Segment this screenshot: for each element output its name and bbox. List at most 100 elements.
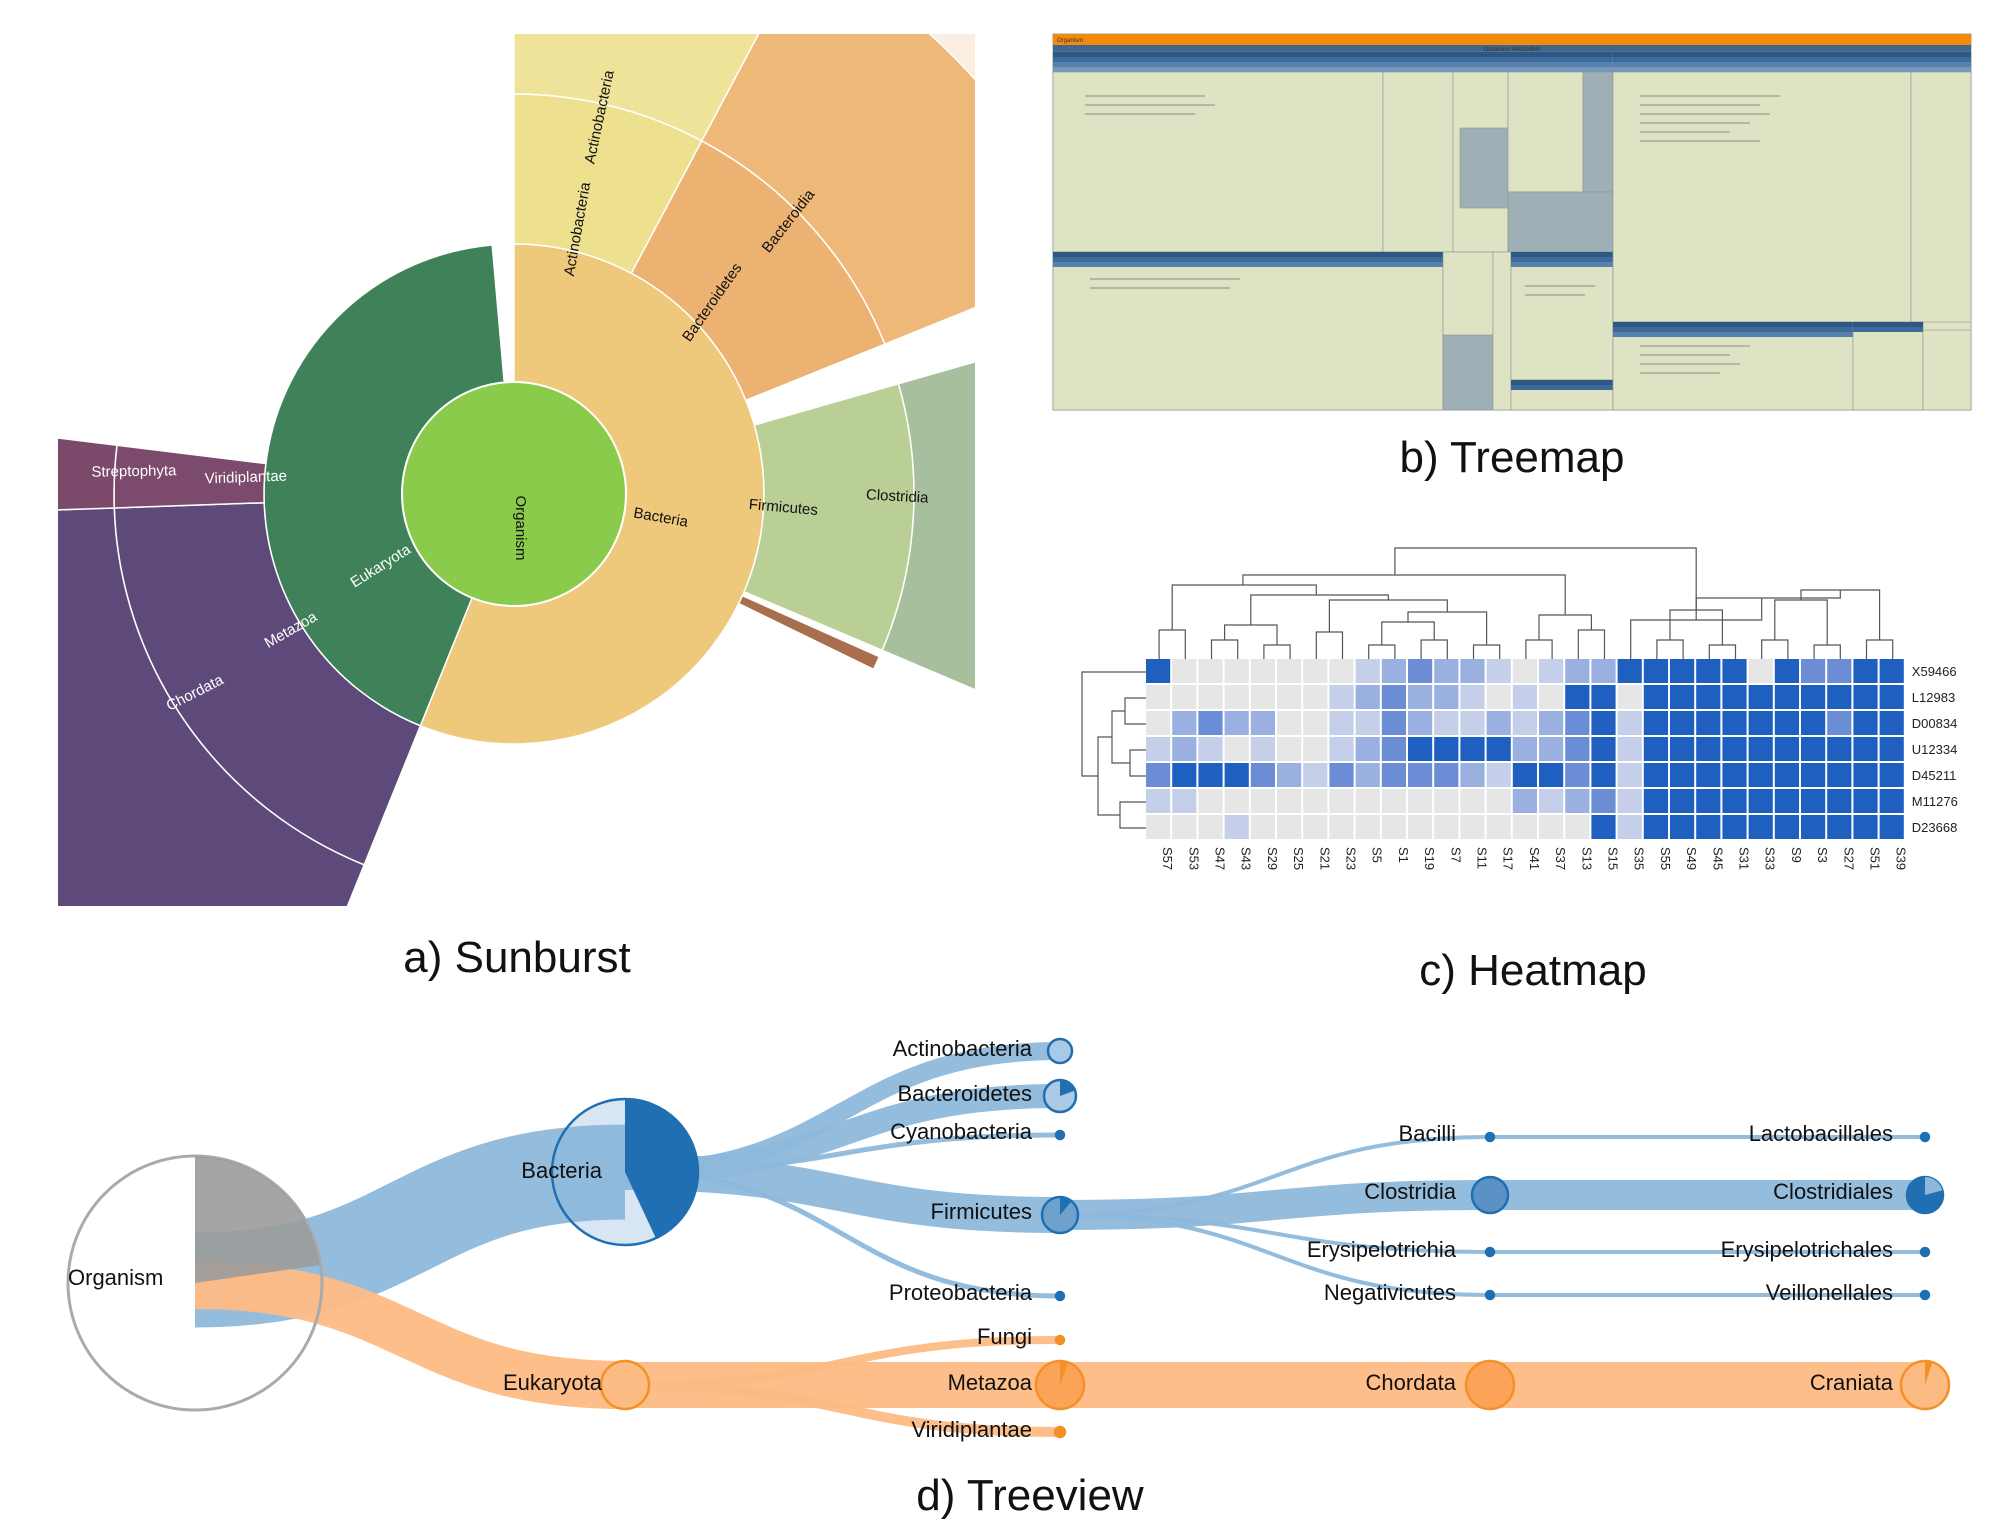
heatmap-cell[interactable]: [1381, 789, 1406, 813]
heatmap-cell[interactable]: [1303, 737, 1328, 761]
tv-label-eukaryota[interactable]: Eukaryota: [503, 1370, 603, 1395]
heatmap-cell[interactable]: [1250, 685, 1275, 709]
heatmap-cell[interactable]: [1355, 659, 1380, 683]
tm-cell-bacilli[interactable]: [1459, 127, 1509, 209]
heatmap-cell[interactable]: [1591, 737, 1616, 761]
tv-node-actinobacteria[interactable]: [1046, 1037, 1074, 1065]
heatmap-cell[interactable]: [1512, 711, 1537, 735]
heatmap-cell[interactable]: [1250, 763, 1275, 787]
heatmap-cell[interactable]: [1329, 763, 1354, 787]
heatmap-cell[interactable]: [1512, 659, 1537, 683]
heatmap-cell[interactable]: [1774, 711, 1799, 735]
heatmap-cell[interactable]: [1722, 659, 1747, 683]
tv-label-firmicutes[interactable]: Firmicutes: [931, 1199, 1032, 1224]
heatmap-cell[interactable]: [1408, 763, 1433, 787]
heatmap-cell[interactable]: [1748, 763, 1773, 787]
heatmap-cell[interactable]: [1827, 711, 1852, 735]
heatmap-cell[interactable]: [1853, 711, 1878, 735]
heatmap-cell[interactable]: [1460, 711, 1485, 735]
heatmap-cell[interactable]: [1172, 763, 1197, 787]
heatmap-cell[interactable]: [1748, 815, 1773, 839]
tv-node-lactobacillales[interactable]: [1919, 1131, 1931, 1143]
heatmap-cell[interactable]: [1591, 815, 1616, 839]
heatmap-cell[interactable]: [1539, 737, 1564, 761]
heatmap-cell[interactable]: [1879, 815, 1904, 839]
heatmap-cell[interactable]: [1172, 737, 1197, 761]
tv-label-clostridiales[interactable]: Clostridiales: [1773, 1179, 1893, 1204]
heatmap-cell[interactable]: [1381, 815, 1406, 839]
heatmap-cell[interactable]: [1617, 737, 1642, 761]
heatmap-cell[interactable]: [1748, 659, 1773, 683]
heatmap-cell[interactable]: [1277, 789, 1302, 813]
heatmap-cell[interactable]: [1643, 685, 1668, 709]
heatmap-cell[interactable]: [1774, 737, 1799, 761]
heatmap-cell[interactable]: [1408, 711, 1433, 735]
tm-cell-firmicutes[interactable]: [1052, 71, 1384, 253]
heatmap-cell[interactable]: [1512, 789, 1537, 813]
heatmap-cell[interactable]: [1172, 659, 1197, 683]
heatmap-cell[interactable]: [1512, 763, 1537, 787]
heatmap-cell[interactable]: [1460, 789, 1485, 813]
heatmap-cell[interactable]: [1696, 763, 1721, 787]
heatmap-cell[interactable]: [1277, 815, 1302, 839]
heatmap-cell[interactable]: [1670, 789, 1695, 813]
heatmap-cell[interactable]: [1172, 711, 1197, 735]
tm-cell-proteobacteria[interactable]: [1507, 71, 1584, 193]
heatmap-cell[interactable]: [1486, 789, 1511, 813]
heatmap-cell[interactable]: [1408, 685, 1433, 709]
tm-cell-firmicutes-2[interactable]: [1382, 71, 1454, 253]
heatmap-cell[interactable]: [1879, 763, 1904, 787]
heatmap-cell[interactable]: [1434, 711, 1459, 735]
tv-node-clostridia[interactable]: [1470, 1175, 1510, 1215]
heatmap-cell[interactable]: [1303, 789, 1328, 813]
tv-node-erysipelotrichia[interactable]: [1484, 1246, 1496, 1258]
heatmap-cell[interactable]: [1565, 789, 1590, 813]
tv-label-bacilli[interactable]: Bacilli: [1399, 1121, 1456, 1146]
heatmap-cell[interactable]: [1460, 737, 1485, 761]
tv-label-actinobacteria[interactable]: Actinobacteria: [893, 1036, 1033, 1061]
heatmap-cell[interactable]: [1486, 763, 1511, 787]
tv-node-viridiplantae[interactable]: [1053, 1425, 1067, 1439]
heatmap-cell[interactable]: [1198, 815, 1223, 839]
heatmap-cell[interactable]: [1146, 815, 1171, 839]
heatmap-cell[interactable]: [1696, 685, 1721, 709]
heatmap-cell[interactable]: [1853, 685, 1878, 709]
tv-label-veillonellales[interactable]: Veillonellales: [1766, 1280, 1893, 1305]
heatmap-cell[interactable]: [1355, 815, 1380, 839]
heatmap-cell[interactable]: [1643, 737, 1668, 761]
heatmap-cell[interactable]: [1512, 815, 1537, 839]
heatmap-cell[interactable]: [1539, 685, 1564, 709]
sb-arc-organism[interactable]: [401, 381, 627, 607]
tv-label-metazoa[interactable]: Metazoa: [948, 1370, 1033, 1395]
heatmap-cell[interactable]: [1381, 711, 1406, 735]
tv-label-chordata[interactable]: Chordata: [1365, 1370, 1456, 1395]
heatmap-cell[interactable]: [1617, 659, 1642, 683]
heatmap-cell[interactable]: [1146, 763, 1171, 787]
heatmap-cell[interactable]: [1355, 685, 1380, 709]
heatmap-cell[interactable]: [1172, 815, 1197, 839]
heatmap-cell[interactable]: [1827, 789, 1852, 813]
tv-node-erysipelotrichales[interactable]: [1919, 1246, 1931, 1258]
tv-label-clostridia[interactable]: Clostridia: [1364, 1179, 1456, 1204]
heatmap-cell[interactable]: [1617, 685, 1642, 709]
heatmap-cell[interactable]: [1224, 737, 1249, 761]
tv-node-negativicutes[interactable]: [1484, 1289, 1496, 1301]
heatmap-cell[interactable]: [1198, 659, 1223, 683]
heatmap-cell[interactable]: [1434, 737, 1459, 761]
heatmap-cell[interactable]: [1591, 789, 1616, 813]
heatmap-cell[interactable]: [1486, 685, 1511, 709]
heatmap-cell[interactable]: [1879, 737, 1904, 761]
tv-node-chordata[interactable]: [1464, 1359, 1516, 1411]
heatmap-cell[interactable]: [1539, 659, 1564, 683]
heatmap-cell[interactable]: [1670, 815, 1695, 839]
tv-node-fungi[interactable]: [1054, 1334, 1066, 1346]
heatmap-cell[interactable]: [1853, 737, 1878, 761]
heatmap-cell[interactable]: [1172, 685, 1197, 709]
heatmap-cell[interactable]: [1774, 659, 1799, 683]
heatmap-cell[interactable]: [1539, 763, 1564, 787]
heatmap-cell[interactable]: [1277, 685, 1302, 709]
heatmap-cell[interactable]: [1408, 815, 1433, 839]
heatmap-cell[interactable]: [1539, 789, 1564, 813]
heatmap-cell[interactable]: [1827, 815, 1852, 839]
heatmap-cell[interactable]: [1827, 659, 1852, 683]
